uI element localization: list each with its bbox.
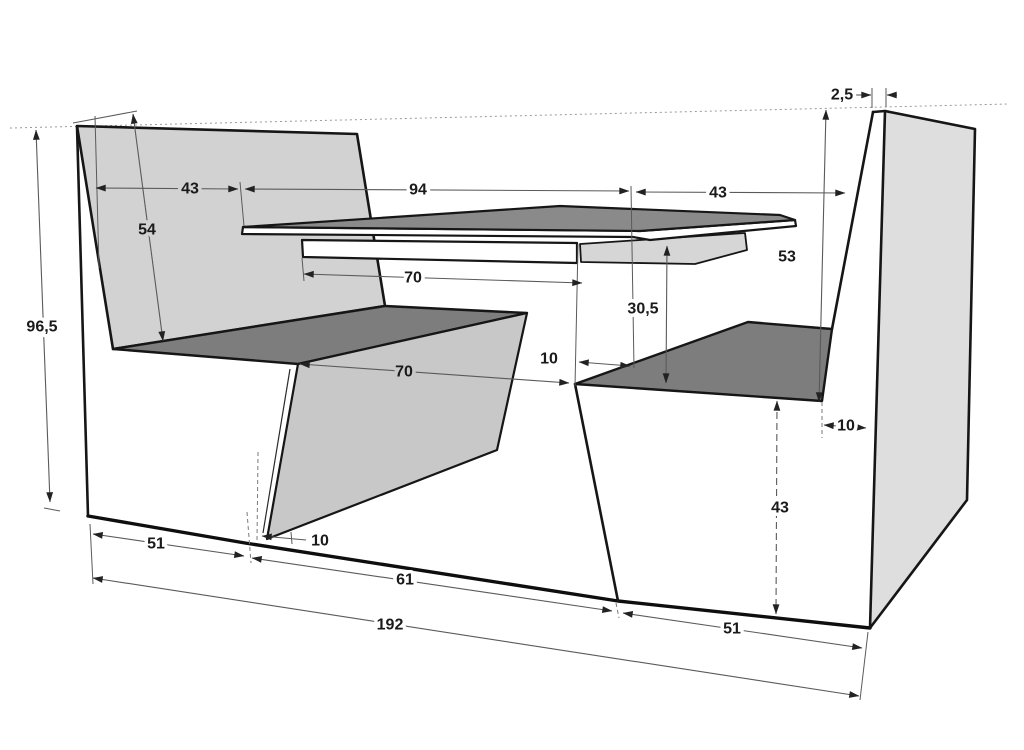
- dim-label-seat-gap: 70: [395, 364, 413, 381]
- ext-floor-support: [246, 511, 252, 564]
- table-frame-front-face: [300, 238, 579, 265]
- dim-label-top-thickness: 2,5: [831, 87, 853, 104]
- ext-floor-right-bench: [615, 602, 620, 619]
- dim-label-backrest-width-left: 43: [181, 181, 199, 198]
- dimension-table-frame-depth: [303, 270, 583, 287]
- dim-label-table-clearance: 30,5: [627, 301, 658, 318]
- dimension-bench-width-right: [622, 611, 863, 650]
- ext-frame-right: [574, 243, 579, 387]
- dim-label-backrest-height: 54: [138, 222, 156, 239]
- dimension-support-thickness: [261, 533, 307, 541]
- ext-table-front-corner: [630, 185, 635, 369]
- dimension-labels: 43 94 43 2,5 54 96,5 70 30,5 53 10 70 10…: [23, 83, 859, 641]
- floor-front-edge: [86, 514, 872, 630]
- ext-floor-right: [859, 631, 869, 701]
- right-backrest-top-edge: [871, 109, 887, 114]
- dimension-seat-panel-gap-right: [823, 422, 867, 431]
- ext-support-foot-right: [290, 531, 293, 545]
- right-side-panel: [868, 109, 977, 630]
- dim-label-seat-panel-gap-right: 10: [837, 418, 855, 435]
- dimension-table-clearance: [662, 245, 671, 384]
- dimension-lines: [32, 91, 897, 698]
- ext-support-foot: [256, 451, 259, 543]
- dimension-seat-gap: [299, 361, 570, 386]
- tabletop-surface: [241, 204, 797, 233]
- right-backrest-front-edge: [830, 110, 875, 331]
- ext-floor-left: [89, 523, 94, 585]
- right-bench-front-edge: [573, 382, 620, 603]
- right-seat-surface: [573, 320, 834, 403]
- dimension-center-span: [251, 556, 613, 613]
- dim-label-bench-width-right: 51: [723, 621, 741, 638]
- dim-label-tabletop-overhang: 10: [540, 351, 558, 368]
- dim-label-seat-height-right: 43: [771, 500, 789, 517]
- dim-label-table-frame-depth: 70: [404, 270, 422, 287]
- dim-label-total-height: 96,5: [26, 319, 57, 336]
- left-side-panel-front-edge: [75, 124, 90, 518]
- dim-label-table-height: 53: [778, 249, 796, 266]
- ext-height-bottom-tick: [43, 507, 61, 512]
- dim-label-bench-width-left: 51: [147, 536, 165, 553]
- left-support-panel-edge: [262, 368, 291, 534]
- dimension-bench-width-left: [92, 532, 245, 558]
- dim-label-total-length: 192: [377, 617, 404, 634]
- dimension-total-length: [92, 576, 860, 698]
- ext-table-left-corner: [239, 181, 245, 227]
- dim-label-table-length: 94: [409, 182, 427, 199]
- top-reference-line: [9, 103, 1009, 129]
- dimension-backrest-width-left: [95, 184, 239, 193]
- ext-backrest-top: [72, 110, 138, 124]
- dimension-total-height: [32, 129, 54, 503]
- dim-label-center-span: 61: [396, 572, 414, 589]
- dim-label-backrest-width-right: 43: [709, 185, 727, 202]
- dimension-tabletop-overhang: [578, 359, 631, 369]
- dim-label-support-thickness: 10: [311, 533, 329, 550]
- dimension-table-length: [244, 185, 630, 195]
- dimension-backrest-height: [130, 113, 166, 342]
- dimension-table-height: [815, 109, 830, 403]
- dimension-backrest-width-right: [635, 188, 846, 197]
